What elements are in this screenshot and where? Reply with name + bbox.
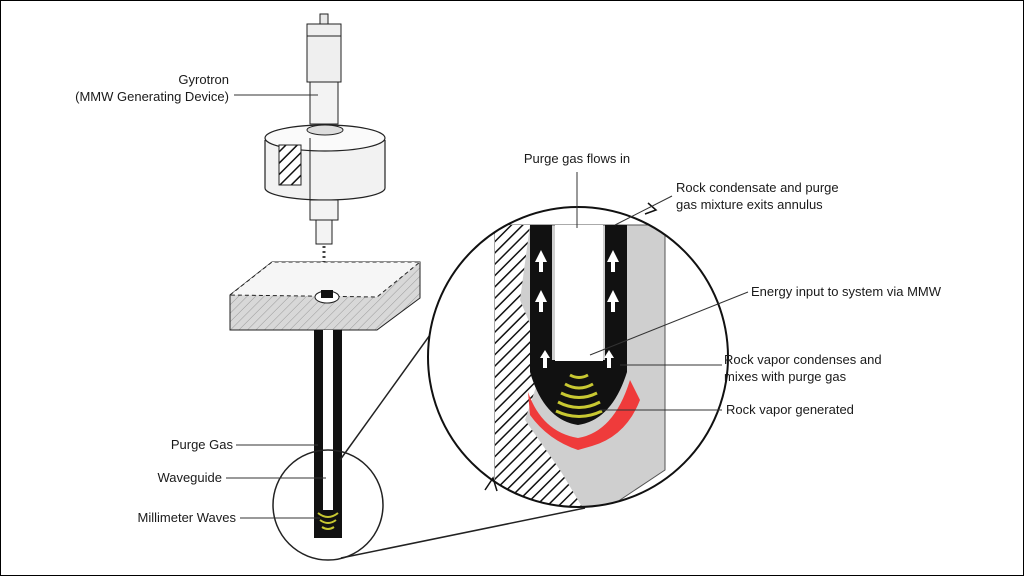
gyrotron-sublabel: (MMW Generating Device) — [75, 89, 229, 104]
gyrotron-label: Gyrotron — [178, 72, 229, 87]
flow-arrows — [535, 250, 619, 368]
waveguide-label: Waveguide — [157, 470, 222, 485]
borehole — [314, 330, 342, 538]
purge-pipe — [555, 225, 603, 361]
annulus — [530, 225, 627, 425]
vapor-generated-label: Rock vapor generated — [726, 402, 854, 417]
zoom-source-circle — [272, 449, 384, 561]
energy-input-label: Energy input to system via MMW — [751, 284, 942, 299]
leader-lines — [226, 94, 749, 519]
millimeter-waves — [555, 373, 603, 418]
vapor-condenses-label: Rock vapor condenses and — [724, 352, 882, 367]
rock-hatched-zone — [495, 225, 590, 507]
purge-in-label: Purge gas flows in — [524, 151, 630, 166]
vapor-condenses-sublabel: mixes with purge gas — [724, 369, 847, 384]
surface-platform — [228, 261, 422, 331]
zoom-connector-bottom — [340, 507, 586, 559]
millimeter-waves-label: Millimeter Waves — [138, 510, 237, 525]
rock-vapor-zone — [528, 380, 640, 450]
detail-circle — [427, 202, 729, 508]
condensate-label: Rock condensate and purge — [676, 180, 839, 195]
gyrotron — [264, 13, 386, 292]
condensate-sublabel: gas mixture exits annulus — [676, 197, 823, 212]
purge-gas-label: Purge Gas — [171, 437, 234, 452]
